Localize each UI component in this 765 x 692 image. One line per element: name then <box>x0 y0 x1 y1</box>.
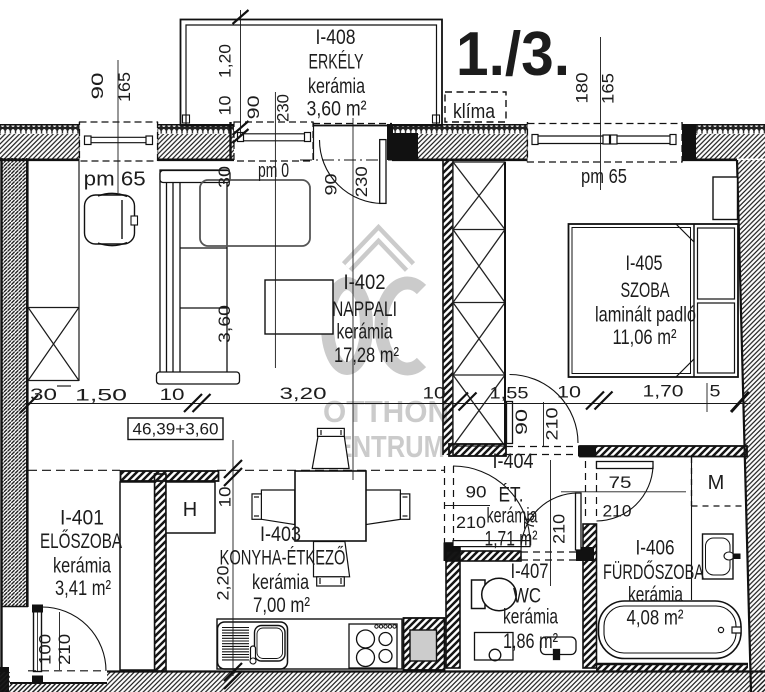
svg-text:230: 230 <box>352 166 371 197</box>
svg-text:210: 210 <box>543 408 562 441</box>
svg-text:210: 210 <box>550 514 569 544</box>
svg-text:kerámia: kerámia <box>503 606 558 629</box>
svg-text:165: 165 <box>115 72 134 102</box>
svg-text:kerámia: kerámia <box>53 555 111 578</box>
svg-text:3,20: 3,20 <box>280 384 327 403</box>
svg-text:I-408: I-408 <box>316 26 356 49</box>
svg-text:1./3.: 1./3. <box>456 20 570 89</box>
svg-text:3,60: 3,60 <box>215 305 234 343</box>
svg-text:1,50: 1,50 <box>75 386 127 405</box>
svg-text:75: 75 <box>521 513 538 530</box>
svg-text:pm 0: pm 0 <box>258 160 289 182</box>
svg-text:ELŐSZOBA: ELŐSZOBA <box>40 530 122 553</box>
svg-text:3,41 m²: 3,41 m² <box>55 577 111 600</box>
svg-text:11,06 m²: 11,06 m² <box>613 326 677 349</box>
svg-text:KONYHA-ÉTKEZŐ: KONYHA-ÉTKEZŐ <box>220 547 346 570</box>
svg-text:OTTHON: OTTHON <box>323 394 449 429</box>
svg-text:laminált padló: laminált padló <box>595 304 696 327</box>
svg-text:46,39+3,60: 46,39+3,60 <box>133 420 219 439</box>
svg-text:M: M <box>708 472 725 494</box>
svg-text:1,20: 1,20 <box>216 44 235 78</box>
svg-text:kerámia: kerámia <box>628 584 683 607</box>
svg-text:NAPPALI: NAPPALI <box>332 298 397 321</box>
svg-text:1,55: 1,55 <box>490 384 529 403</box>
svg-text:I-402: I-402 <box>344 271 386 294</box>
svg-text:kerámia: kerámia <box>308 75 365 98</box>
svg-text:210: 210 <box>603 502 632 521</box>
svg-text:30: 30 <box>30 385 57 404</box>
svg-text:kerámia: kerámia <box>252 571 309 594</box>
svg-text:10: 10 <box>557 383 581 402</box>
svg-text:1,71 m²: 1,71 m² <box>485 528 538 551</box>
svg-text:I-403: I-403 <box>260 523 301 546</box>
svg-text:4,08 m²: 4,08 m² <box>627 607 684 630</box>
svg-text:17,28 m²: 17,28 m² <box>334 344 399 367</box>
svg-text:30: 30 <box>215 166 234 188</box>
svg-text:FÜRDŐSZOBA: FÜRDŐSZOBA <box>603 561 704 584</box>
svg-text:2,20: 2,20 <box>214 566 233 601</box>
svg-text:WC: WC <box>513 585 541 608</box>
svg-text:10: 10 <box>216 96 235 116</box>
svg-text:I-406: I-406 <box>636 537 675 560</box>
svg-text:230: 230 <box>274 94 293 122</box>
svg-text:10: 10 <box>423 384 446 403</box>
svg-text:pm 65: pm 65 <box>581 166 627 188</box>
svg-text:1,70: 1,70 <box>643 382 684 401</box>
svg-text:75: 75 <box>609 473 632 492</box>
svg-text:I-401: I-401 <box>60 507 104 530</box>
svg-text:7,00 m²: 7,00 m² <box>253 594 310 617</box>
svg-text:SZOBA: SZOBA <box>621 279 670 302</box>
svg-text:90: 90 <box>512 409 531 435</box>
svg-text:ÉT.: ÉT. <box>499 484 524 507</box>
svg-text:1,86 m²: 1,86 m² <box>503 630 558 653</box>
svg-text:kerámia: kerámia <box>337 321 393 344</box>
svg-text:5: 5 <box>710 382 721 401</box>
svg-text:10: 10 <box>160 385 185 404</box>
svg-text:3,60 m²: 3,60 m² <box>307 98 367 121</box>
svg-text:H: H <box>183 499 197 521</box>
svg-text:210: 210 <box>55 634 74 665</box>
svg-text:100: 100 <box>36 634 55 665</box>
svg-text:klíma: klíma <box>453 101 496 123</box>
svg-text:90: 90 <box>322 174 341 196</box>
svg-text:180: 180 <box>573 73 592 104</box>
svg-text:210: 210 <box>456 513 486 532</box>
svg-text:10: 10 <box>216 487 235 508</box>
svg-text:90: 90 <box>88 73 107 100</box>
svg-text:I-405: I-405 <box>626 252 663 275</box>
svg-text:ERKÉLY: ERKÉLY <box>309 51 364 74</box>
svg-text:kerámia: kerámia <box>487 505 538 528</box>
svg-text:I-404: I-404 <box>493 450 534 473</box>
svg-text:90: 90 <box>466 483 487 502</box>
svg-text:I-407: I-407 <box>511 560 549 583</box>
svg-text:pm 65: pm 65 <box>84 169 146 191</box>
svg-text:165: 165 <box>599 73 618 104</box>
svg-text:90: 90 <box>244 95 263 119</box>
